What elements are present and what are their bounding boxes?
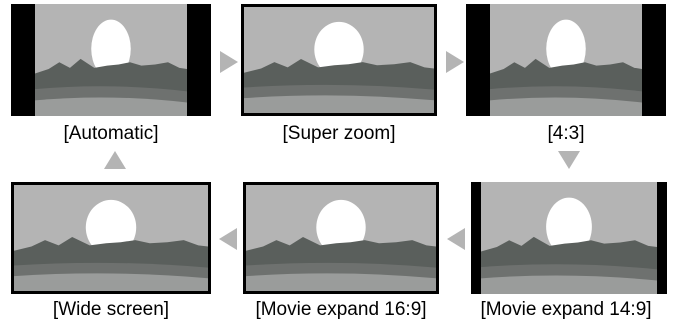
screen-4-3 xyxy=(466,4,666,116)
label-super-zoom: [Super zoom] xyxy=(282,123,396,144)
scene-image xyxy=(481,182,657,294)
arrow-left-icon xyxy=(447,228,465,250)
arrow-up-icon xyxy=(104,151,126,169)
label-4-3: [4:3] xyxy=(547,123,585,144)
screen-movie-16-9 xyxy=(243,182,439,294)
scene-image xyxy=(490,4,642,116)
arrow-right-icon xyxy=(220,51,238,73)
screen-automatic xyxy=(11,4,211,116)
screen-wide-screen xyxy=(11,182,211,294)
label-automatic: [Automatic] xyxy=(63,123,159,144)
label-movie-16-9: [Movie expand 16:9] xyxy=(255,299,427,320)
screen-movie-14-9 xyxy=(471,182,667,294)
scene-image xyxy=(14,185,208,291)
arrow-left-icon xyxy=(219,228,237,250)
scene-image xyxy=(244,7,434,113)
scene-image xyxy=(246,185,436,291)
label-wide-screen: [Wide screen] xyxy=(52,299,170,320)
label-movie-14-9: [Movie expand 14:9] xyxy=(480,299,652,320)
scene-image xyxy=(35,4,187,116)
arrow-down-icon xyxy=(558,151,580,169)
screen-super-zoom xyxy=(241,4,437,116)
arrow-right-icon xyxy=(446,51,464,73)
